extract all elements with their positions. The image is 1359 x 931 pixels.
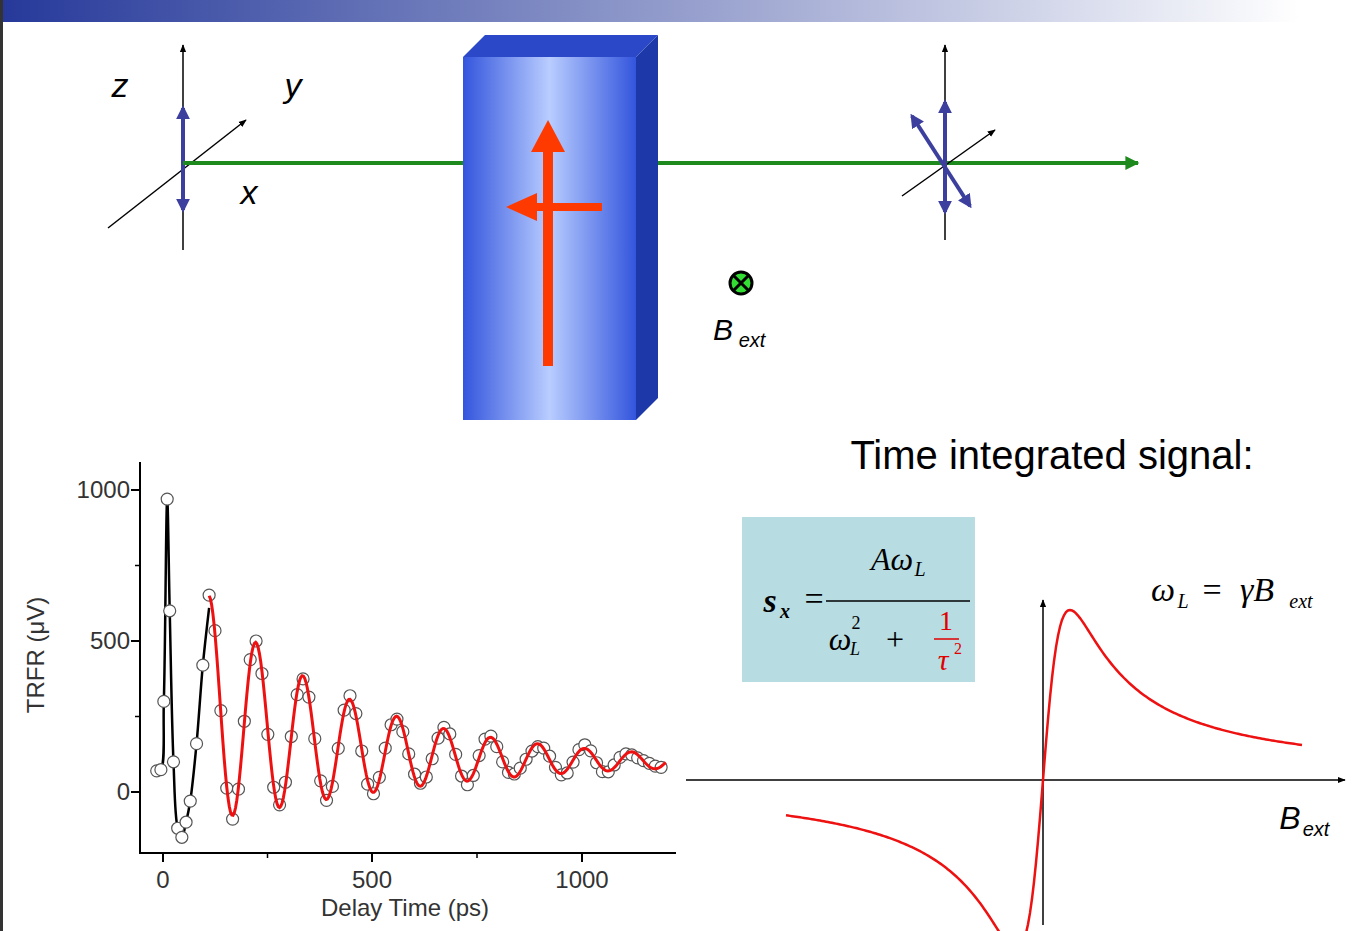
laser-beam [183, 161, 1138, 165]
formula-symbol: = [1202, 573, 1221, 607]
formula-subscript: L [1177, 591, 1188, 611]
formula-symbol: Aω [871, 543, 913, 575]
axis-label: z [112, 68, 129, 102]
axis-title: Delay Time (ps) [321, 896, 489, 920]
formula-subscript: L [850, 640, 860, 658]
rotated-polarization-arrow [912, 116, 970, 206]
polarization-arrow [943, 102, 947, 212]
formula-subscript: L [914, 559, 925, 579]
tick-label: 0 [156, 868, 169, 892]
y-axis [902, 130, 995, 196]
field-label: B [713, 315, 733, 345]
b-axis [686, 779, 1345, 781]
axis-subscript: ext [1303, 819, 1330, 839]
tick-label: 500 [90, 629, 130, 653]
trfr-chart [131, 462, 676, 862]
formula-symbol: γB [1240, 573, 1274, 607]
formula-symbol: = [804, 582, 823, 616]
spin-arrow [535, 203, 602, 211]
header-bar [0, 0, 1300, 22]
axis-label: x [241, 175, 258, 209]
y-axis [108, 120, 246, 228]
formula-symbol: + [886, 623, 904, 655]
field-subscript: ext [739, 330, 766, 350]
formula-symbol: s [763, 584, 776, 618]
sample-side [636, 35, 658, 420]
axis-title: TRFR (μV) [24, 597, 48, 713]
axis-label: y [285, 68, 302, 102]
formula-superscript: 2 [954, 641, 962, 657]
plot-title: Time integrated signal: [850, 435, 1253, 475]
spin-arrow-head [531, 120, 565, 152]
formula-symbol: ω [1151, 573, 1175, 607]
formula-superscript: 2 [852, 614, 861, 632]
slide-border [0, 0, 3, 931]
sample-top [463, 35, 658, 57]
formula-symbol: ω [829, 623, 852, 655]
tick-label: 1000 [555, 868, 608, 892]
tick-label: 1000 [77, 478, 130, 502]
z-axis [182, 45, 184, 250]
formula-symbol: 1 [939, 607, 953, 635]
axis-label: B [1279, 802, 1300, 834]
field-into-page-symbol [730, 272, 752, 294]
formula-symbol: τ [938, 645, 949, 675]
polarization-arrow [181, 108, 185, 210]
formula-subscript: ext [1289, 591, 1312, 611]
spin-arrow-head [506, 193, 537, 221]
spin-arrow [543, 150, 553, 366]
formula-box: sx=AωLωL2+1τ2 [742, 517, 975, 682]
z-axis [944, 45, 946, 240]
sample [463, 57, 636, 420]
tick-label: 500 [352, 868, 392, 892]
tick-label: 0 [117, 780, 130, 804]
formula-subscript: x [780, 601, 790, 621]
